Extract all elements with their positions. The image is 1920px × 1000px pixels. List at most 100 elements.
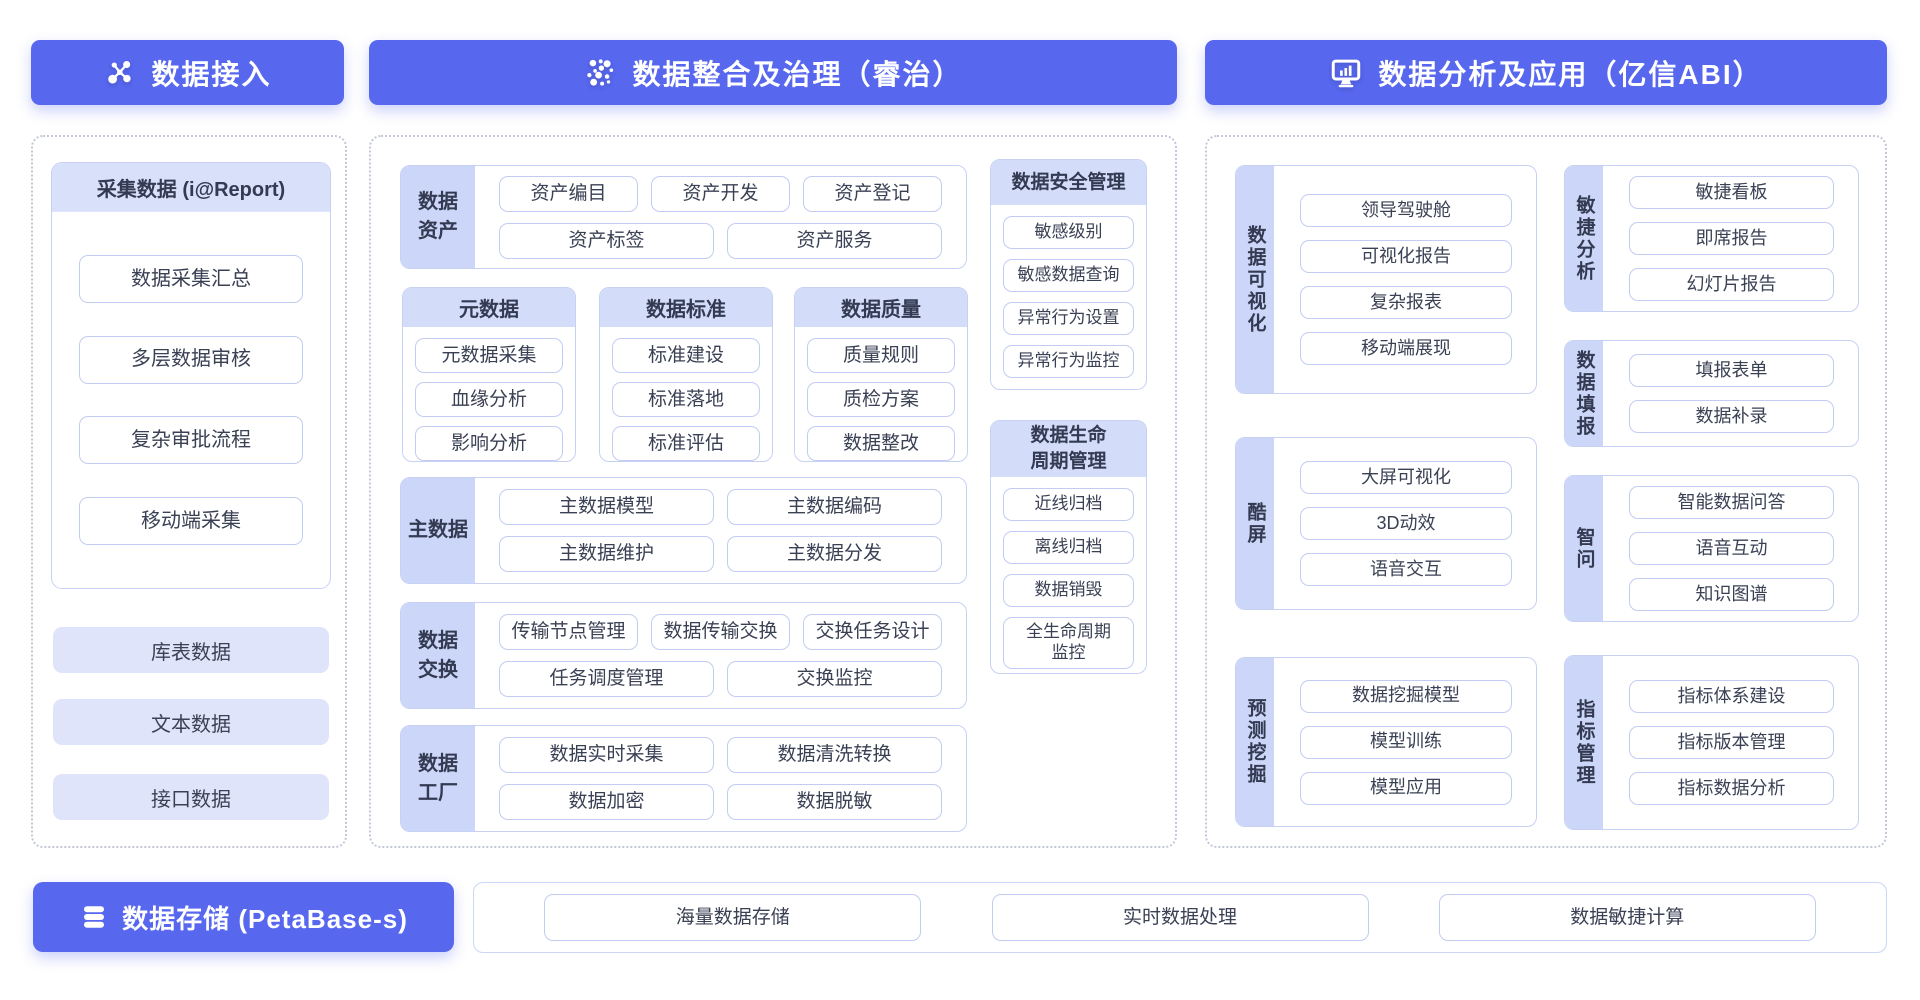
chip-leader-cockpit[interactable]: 领导驾驶舱	[1300, 194, 1512, 227]
chip-offline-archive[interactable]: 离线归档	[1003, 531, 1134, 564]
chip-model-train[interactable]: 模型训练	[1300, 725, 1512, 759]
chip-table-data[interactable]: 库表数据	[53, 627, 329, 673]
chip-master-maintain[interactable]: 主数据维护	[499, 536, 714, 572]
chip-asset-catalog[interactable]: 资产编目	[499, 175, 638, 212]
database-icon	[84, 906, 105, 928]
chip-quality-rule[interactable]: 质量规则	[807, 338, 955, 373]
chip-agile-data-computing[interactable]: 数据敏捷计算	[1438, 894, 1816, 941]
chip-task-schedule-mgmt[interactable]: 任务调度管理	[499, 661, 714, 697]
card-collect-data: 采集数据 (i@Report) 数据采集汇总 多层数据审核 复杂审批流程 移动端…	[51, 162, 331, 589]
header-data-analysis[interactable]: 数据分析及应用（亿信ABI）	[1205, 40, 1887, 105]
chip-data-mask[interactable]: 数据脱敏	[727, 784, 942, 820]
chip-model-apply[interactable]: 模型应用	[1300, 771, 1512, 805]
chip-standard-evaluate[interactable]: 标准评估	[612, 426, 760, 461]
group-data-exchange: 数据 交换 传输节点管理 数据传输交换 交换任务设计 任务调度管理 交换监控	[400, 602, 967, 709]
chip-asset-register[interactable]: 资产登记	[803, 175, 942, 212]
chip-voice-interact[interactable]: 语音互动	[1629, 532, 1834, 565]
header-data-governance[interactable]: 数据整合及治理（睿治）	[369, 40, 1177, 105]
chip-data-encrypt[interactable]: 数据加密	[499, 784, 714, 820]
chip-multilayer-audit[interactable]: 多层数据审核	[79, 335, 303, 384]
monitor-chart-icon	[1332, 59, 1361, 87]
chip-data-destroy[interactable]: 数据销毁	[1003, 574, 1134, 607]
group-agile-analysis: 敏捷分析 敏捷看板 即席报告 幻灯片报告	[1564, 165, 1859, 312]
chip-mass-data-storage[interactable]: 海量数据存储	[544, 894, 922, 941]
chip-master-model[interactable]: 主数据模型	[499, 489, 714, 525]
chip-data-cleaning[interactable]: 数据清洗转换	[727, 737, 942, 773]
chip-approval-flow[interactable]: 复杂审批流程	[79, 416, 303, 465]
chip-impact-analysis[interactable]: 影响分析	[415, 426, 563, 461]
group-data-factory: 数据 工厂 数据实时采集 数据清洗转换 数据加密 数据脱敏	[400, 725, 967, 832]
chip-asset-service[interactable]: 资产服务	[727, 222, 942, 259]
chip-3d-effect[interactable]: 3D动效	[1300, 507, 1512, 540]
card-data-lifecycle: 数据生命 周期管理 近线归档 离线归档 数据销毁 全生命周期 监控	[990, 420, 1147, 674]
chip-asset-develop[interactable]: 资产开发	[651, 175, 790, 212]
chip-nearline-archive[interactable]: 近线归档	[1003, 488, 1134, 521]
chip-mining-model[interactable]: 数据挖掘模型	[1300, 679, 1512, 713]
chip-lineage-analysis[interactable]: 血缘分析	[415, 382, 563, 417]
group-data-filling: 数据填报 填报表单 数据补录	[1564, 340, 1859, 447]
card-data-standard: 数据标准 标准建设 标准落地 标准评估	[599, 287, 773, 462]
chip-text-data[interactable]: 文本数据	[53, 699, 329, 745]
chip-knowledge-graph[interactable]: 知识图谱	[1629, 578, 1834, 611]
panel-data-governance: 数据 资产 资产编目 资产开发 资产登记 资产标签 资产服务 元数据 元数据采集…	[369, 135, 1177, 848]
chip-big-screen-visual[interactable]: 大屏可视化	[1300, 461, 1512, 494]
group-smart-ask-label: 智问	[1565, 476, 1603, 621]
group-predictive-mining-label: 预测挖掘	[1236, 658, 1274, 826]
group-cool-screen: 酷屏 大屏可视化 3D动效 语音交互	[1235, 437, 1537, 610]
chip-indicator-version-mgmt[interactable]: 指标版本管理	[1629, 726, 1834, 759]
header-label: 数据接入	[151, 58, 272, 90]
chip-data-transfer-exchange[interactable]: 数据传输交换	[651, 614, 790, 650]
chip-agile-board[interactable]: 敏捷看板	[1629, 176, 1834, 209]
header-data-access[interactable]: 数据接入	[31, 40, 344, 105]
chip-realtime-collect[interactable]: 数据实时采集	[499, 737, 714, 773]
group-data-asset-label: 数据 资产	[401, 166, 475, 268]
chip-realtime-data-processing[interactable]: 实时数据处理	[991, 894, 1369, 941]
group-master-data: 主数据 主数据模型 主数据编码 主数据维护 主数据分发	[400, 477, 967, 584]
chip-api-data[interactable]: 接口数据	[53, 774, 329, 820]
chip-master-code[interactable]: 主数据编码	[727, 489, 942, 525]
chip-sensitive-level[interactable]: 敏感级别	[1003, 216, 1134, 249]
chip-collect-summary[interactable]: 数据采集汇总	[79, 254, 303, 303]
group-agile-analysis-label: 敏捷分析	[1565, 166, 1603, 311]
header-label: 数据整合及治理（睿治）	[632, 58, 963, 90]
group-indicator-mgmt: 指标管理 指标体系建设 指标版本管理 指标数据分析	[1564, 655, 1859, 830]
chip-data-supplement[interactable]: 数据补录	[1629, 400, 1834, 433]
chip-lifecycle-monitor[interactable]: 全生命周期 监控	[1003, 617, 1134, 669]
card-data-lifecycle-title: 数据生命 周期管理	[991, 421, 1146, 477]
header-label: 数据分析及应用（亿信ABI）	[1378, 58, 1763, 90]
chip-voice-interaction[interactable]: 语音交互	[1300, 553, 1512, 586]
button-data-storage[interactable]: 数据存储 (PetaBase-s)	[33, 882, 454, 952]
chip-smart-data-qa[interactable]: 智能数据问答	[1629, 486, 1834, 519]
chip-standard-build[interactable]: 标准建设	[612, 338, 760, 373]
chip-abnormal-behavior-monitor[interactable]: 异常行为监控	[1003, 345, 1134, 378]
chip-data-rectify[interactable]: 数据整改	[807, 426, 955, 461]
chip-complex-report[interactable]: 复杂报表	[1300, 286, 1512, 319]
chip-mobile-display[interactable]: 移动端展现	[1300, 332, 1512, 365]
chip-slide-report[interactable]: 幻灯片报告	[1629, 268, 1834, 301]
chip-sensitive-query[interactable]: 敏感数据查询	[1003, 259, 1134, 292]
chip-master-distribute[interactable]: 主数据分发	[727, 536, 942, 572]
chip-exchange-monitor[interactable]: 交换监控	[727, 661, 942, 697]
chip-mobile-collect[interactable]: 移动端采集	[79, 497, 303, 546]
card-data-quality-title: 数据质量	[795, 288, 967, 327]
chip-adhoc-report[interactable]: 即席报告	[1629, 222, 1834, 255]
chip-quality-plan[interactable]: 质检方案	[807, 382, 955, 417]
chip-exchange-task-design[interactable]: 交换任务设计	[803, 614, 942, 650]
group-cool-screen-label: 酷屏	[1236, 438, 1274, 609]
dots-swirl-icon	[587, 58, 614, 86]
card-data-security: 数据安全管理 敏感级别 敏感数据查询 异常行为设置 异常行为监控	[990, 159, 1147, 390]
card-data-standard-title: 数据标准	[600, 288, 772, 327]
chip-fill-form[interactable]: 填报表单	[1629, 354, 1834, 387]
chip-metadata-collect[interactable]: 元数据采集	[415, 338, 563, 373]
card-collect-title: 采集数据 (i@Report)	[52, 163, 330, 212]
group-master-data-label: 主数据	[401, 478, 475, 583]
chip-asset-tag[interactable]: 资产标签	[499, 222, 714, 259]
chip-indicator-data-analysis[interactable]: 指标数据分析	[1629, 772, 1834, 805]
chip-standard-landing[interactable]: 标准落地	[612, 382, 760, 417]
chip-abnormal-behavior-set[interactable]: 异常行为设置	[1003, 302, 1134, 335]
card-data-quality: 数据质量 质量规则 质检方案 数据整改	[794, 287, 968, 462]
chip-indicator-system-build[interactable]: 指标体系建设	[1629, 680, 1834, 713]
chip-transfer-node-mgmt[interactable]: 传输节点管理	[499, 614, 638, 650]
chip-visual-report[interactable]: 可视化报告	[1300, 240, 1512, 273]
group-data-exchange-label: 数据 交换	[401, 603, 475, 708]
